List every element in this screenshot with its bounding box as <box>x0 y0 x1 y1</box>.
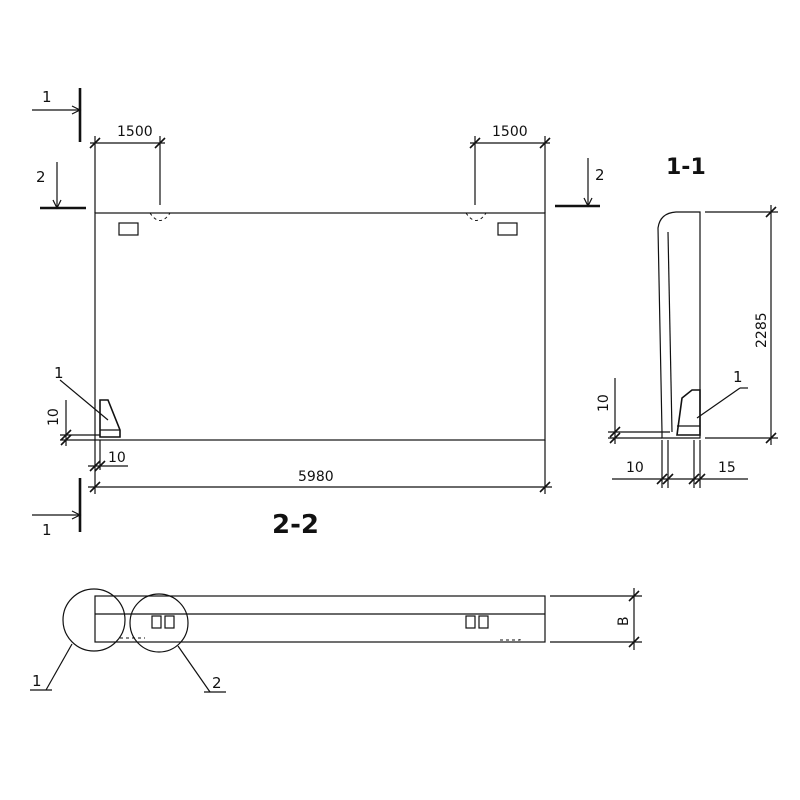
plan-callout-1: 1 <box>32 672 42 690</box>
section-mark-1-top: 1 <box>42 88 52 106</box>
dim-right-top: 1500 <box>492 124 528 140</box>
embedded-plate-left <box>118 222 139 236</box>
plan-plate-left <box>151 615 162 629</box>
section-mark-2-left: 2 <box>36 168 46 186</box>
embedded-plate-right <box>497 222 518 236</box>
plan-plate-right-2 <box>478 615 489 629</box>
section-1-1-view: 1-1 2285 10 10 15 1 <box>596 155 778 488</box>
section-callout-1: 1 <box>733 368 743 386</box>
dim-vertical-offset: 10 <box>46 408 62 426</box>
elevation-callout-1: 1 <box>54 364 64 382</box>
lifting-loop-right <box>465 212 487 221</box>
detail-circle-1 <box>62 588 126 652</box>
section-profile <box>657 211 701 439</box>
corner-detail <box>99 399 121 438</box>
plan-callout-2: 2 <box>212 674 222 692</box>
plan-title: 2-2 <box>272 510 319 540</box>
plan-outline <box>94 595 546 643</box>
section-dim-left: 10 <box>626 460 644 476</box>
section-corner-detail <box>676 389 701 436</box>
plan-plate-left-2 <box>164 615 175 629</box>
detail-circle-2 <box>129 593 189 653</box>
dim-overall: 5980 <box>298 469 334 485</box>
dim-left-top: 1500 <box>117 124 153 140</box>
plan-plate-right <box>465 615 476 629</box>
plan-dim-thickness: B <box>616 616 632 626</box>
section-mark-2-right: 2 <box>595 166 605 184</box>
panel-outline <box>94 212 546 441</box>
section-mark-1-bottom: 1 <box>42 521 52 539</box>
section-dim-vertical-offset: 10 <box>596 394 612 412</box>
dim-bottom-offset: 10 <box>108 450 126 466</box>
section-dim-height: 2285 <box>754 312 770 348</box>
plan-2-2-view: 1 2 B <box>30 588 642 693</box>
lifting-loop-left <box>149 212 171 221</box>
section-title: 1-1 <box>666 155 706 180</box>
section-dim-right: 15 <box>718 460 736 476</box>
elevation-view: 1500 1500 5980 10 10 1 1 <box>32 88 605 540</box>
